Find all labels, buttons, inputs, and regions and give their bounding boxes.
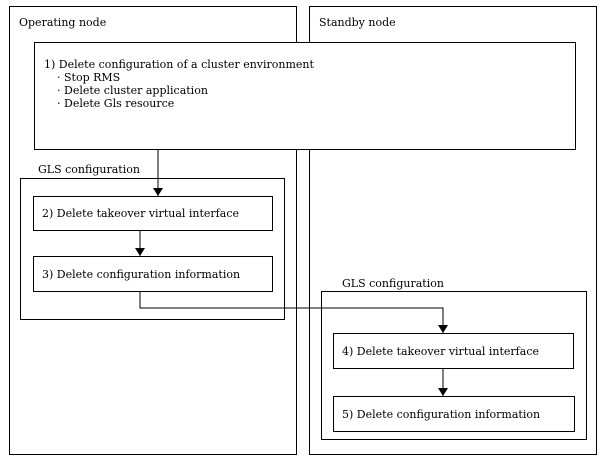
step1-item-delete-gls-resource: · Delete Gls resource (57, 97, 175, 110)
standby-node-panel (309, 6, 597, 455)
operating-node-title: Operating node (19, 16, 107, 29)
step3-box: 3) Delete configuration information (33, 256, 273, 292)
step1-title: 1) Delete configuration of a cluster env… (44, 58, 314, 71)
step1-item-delete-cluster-app: · Delete cluster application (57, 84, 208, 97)
step5-box: 5) Delete configuration information (333, 396, 575, 432)
operating-node-panel (9, 6, 297, 455)
operating-gls-label: GLS configuration (38, 163, 140, 176)
standby-node-title: Standby node (319, 16, 396, 29)
standby-gls-label: GLS configuration (342, 277, 444, 290)
step2-box: 2) Delete takeover virtual interface (33, 196, 273, 231)
step4-box: 4) Delete takeover virtual interface (333, 333, 574, 369)
step1-item-stop-rms: · Stop RMS (57, 71, 121, 84)
standby-gls-group (321, 291, 587, 440)
step1-cluster-config-box: 1) Delete configuration of a cluster env… (34, 42, 576, 150)
